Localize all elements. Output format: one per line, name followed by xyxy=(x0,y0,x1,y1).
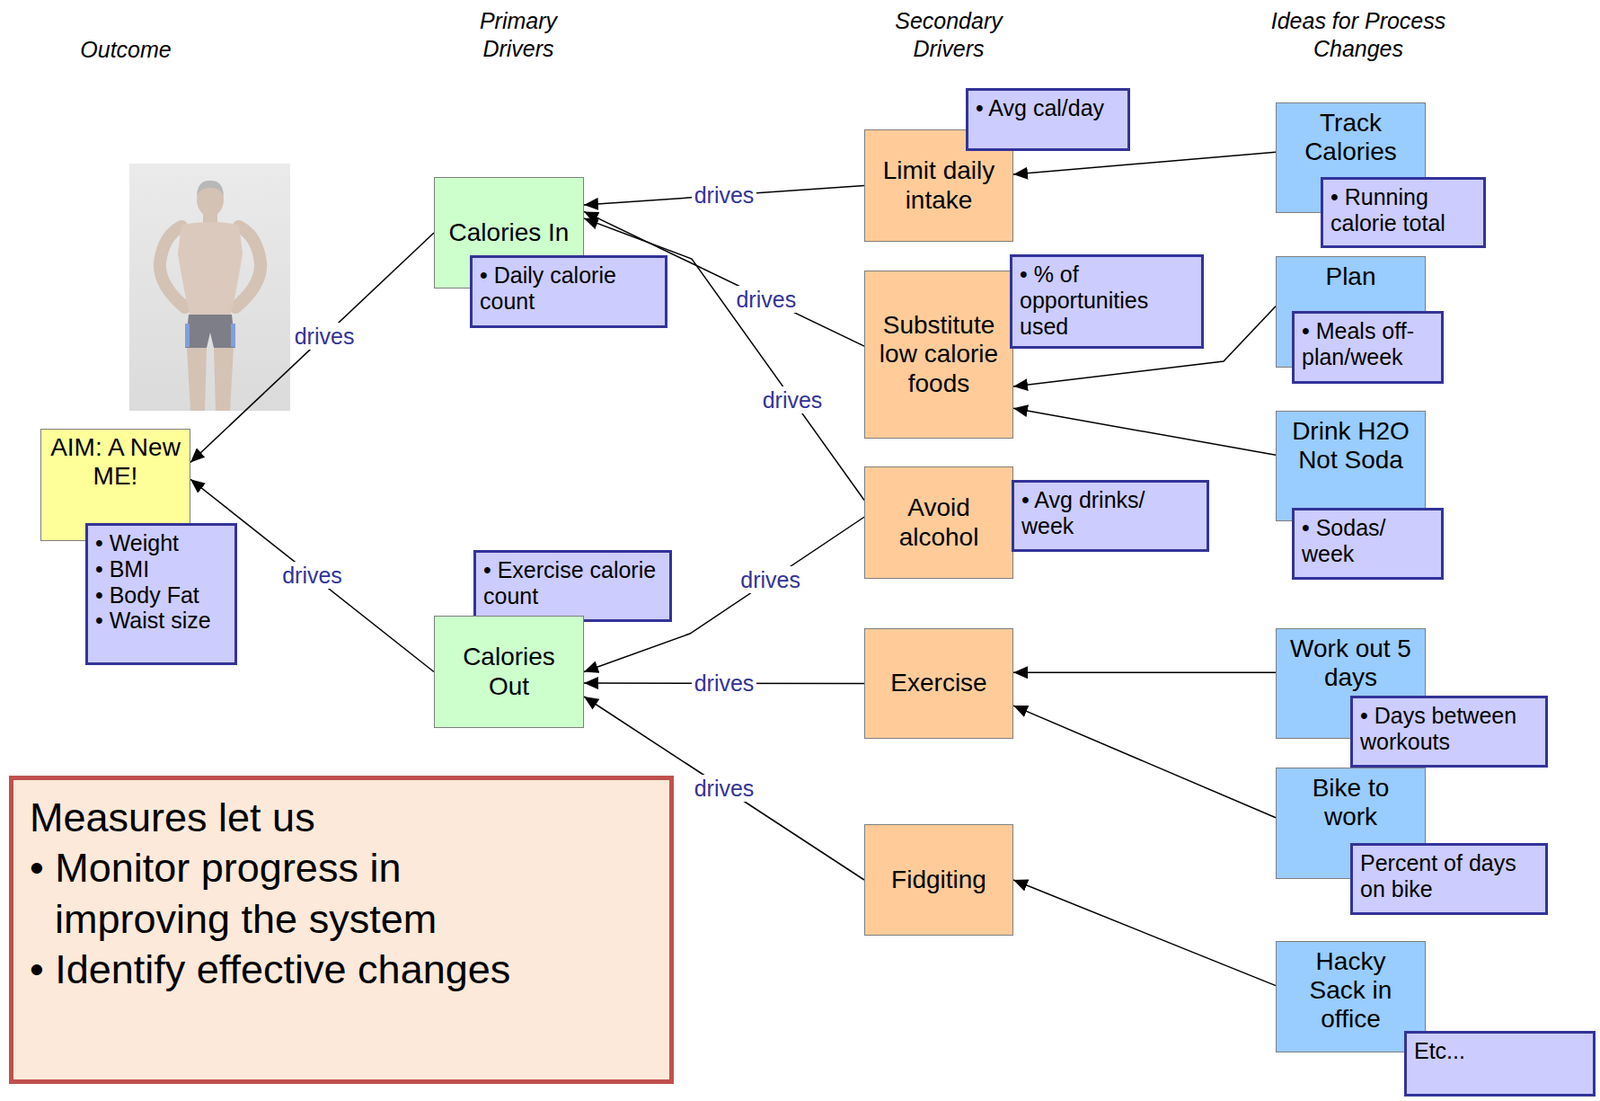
photo-background xyxy=(129,163,291,411)
node-text: • Meals off-plan/week xyxy=(1301,318,1434,371)
torso xyxy=(177,221,243,317)
secondary-driver-box: Avoid alcohol xyxy=(864,466,1014,579)
measure-tag: • Avg drinks/ week xyxy=(1011,479,1210,552)
node-text: • Sodas/ week xyxy=(1301,514,1434,567)
edge-label: drives xyxy=(691,669,758,697)
primary-driver-box: Calories Out xyxy=(433,615,584,728)
driver-arrow xyxy=(1013,705,1276,818)
node-text: Measures let us xyxy=(29,792,654,843)
leg xyxy=(186,347,207,411)
node-text: Fidgiting xyxy=(874,865,1004,894)
edge-label: drives xyxy=(291,322,358,350)
driver-arrow xyxy=(1013,151,1276,175)
edge-label: drives xyxy=(691,774,758,802)
node-text: • Running calorie total xyxy=(1330,184,1477,237)
column-header: Secondary Drivers xyxy=(881,7,1017,64)
edge-label: drives xyxy=(737,565,804,593)
edge-label: drives xyxy=(691,181,758,209)
secondary-driver-box: Exercise xyxy=(864,627,1014,739)
measure-tag: • Sodas/ week xyxy=(1291,507,1444,580)
measure-tag: • % of opportunities used xyxy=(1009,254,1204,349)
shorts xyxy=(185,314,236,348)
node-text: Work out 5 days xyxy=(1285,634,1416,692)
edge-label: drives xyxy=(733,285,799,313)
measure-tag: • Meals off-plan/week xyxy=(1291,310,1444,384)
node-text: • Daily calorie count xyxy=(479,262,658,315)
node-text: Plan xyxy=(1285,262,1416,292)
edge-label: drives xyxy=(279,561,345,589)
measure-tag: Percent of days on bike xyxy=(1350,842,1548,915)
hair xyxy=(196,180,224,196)
driver-arrow xyxy=(1013,671,1276,673)
node-text: Hacky Sack in office xyxy=(1285,946,1416,1035)
column-header: Outcome xyxy=(53,35,198,64)
measure-tag: • Days between workouts xyxy=(1350,695,1548,768)
note-box: Measures let us• Monitor progress in imp… xyxy=(8,775,674,1084)
driver-arrow xyxy=(1013,879,1276,986)
driver-arrow xyxy=(1013,407,1276,455)
node-text: Bike to work xyxy=(1285,773,1416,831)
node-text: Etc... xyxy=(1414,1037,1586,1064)
measure-tag: • Weight• BMI• Body Fat• Waist size xyxy=(85,522,238,665)
measure-tag: Etc... xyxy=(1404,1030,1596,1097)
shorts-stripe xyxy=(185,323,190,347)
node-text: Calories Out xyxy=(443,642,575,700)
node-text: Track Calories xyxy=(1285,108,1416,167)
leg xyxy=(213,347,234,411)
edge-label: drives xyxy=(760,386,826,414)
person-photo xyxy=(129,163,291,411)
measure-tag: • Daily calorie count xyxy=(469,255,668,328)
node-text: Exercise xyxy=(874,668,1004,698)
node-text: • % of opportunities used xyxy=(1019,261,1194,339)
measure-tag: • Avg cal/day xyxy=(965,88,1131,151)
measure-tag: • Running calorie total xyxy=(1320,176,1486,248)
node-text: • Days between workouts xyxy=(1360,702,1539,755)
node-text: • Exercise calorie count xyxy=(483,556,663,610)
node-text: • Weight xyxy=(95,530,228,557)
node-text: • Identify effective changes xyxy=(29,944,558,995)
shorts-stripe xyxy=(230,323,236,347)
node-text: Percent of days on bike xyxy=(1360,849,1539,902)
node-text: AIM: A New ME! xyxy=(44,433,186,491)
secondary-driver-box: Fidgiting xyxy=(864,823,1014,936)
node-text: Limit daily intake xyxy=(874,156,1004,214)
node-text: • Monitor progress in improving the syst… xyxy=(29,842,558,945)
secondary-driver-box: Substitute low calorie foods xyxy=(864,270,1014,439)
driver-arrow xyxy=(190,232,434,463)
node-text: • BMI xyxy=(95,556,228,583)
node-text: Avoid alcohol xyxy=(874,493,1004,551)
measure-tag: • Exercise calorie count xyxy=(473,549,672,622)
node-text: • Avg drinks/ week xyxy=(1021,486,1200,540)
node-text: Calories In xyxy=(443,218,575,248)
node-text: • Avg cal/day xyxy=(975,95,1121,122)
node-text: Drink H2O Not Soda xyxy=(1285,416,1416,475)
column-header: Primary Drivers xyxy=(459,7,577,64)
node-text: • Body Fat xyxy=(95,582,228,609)
node-text: • Waist size xyxy=(95,607,228,634)
change-idea-box: Drink H2O Not Soda xyxy=(1275,410,1426,522)
column-header: Ideas for Process Changes xyxy=(1250,7,1467,64)
change-idea-box: Hacky Sack in office xyxy=(1275,940,1426,1052)
node-text: Substitute low calorie foods xyxy=(874,310,1004,398)
